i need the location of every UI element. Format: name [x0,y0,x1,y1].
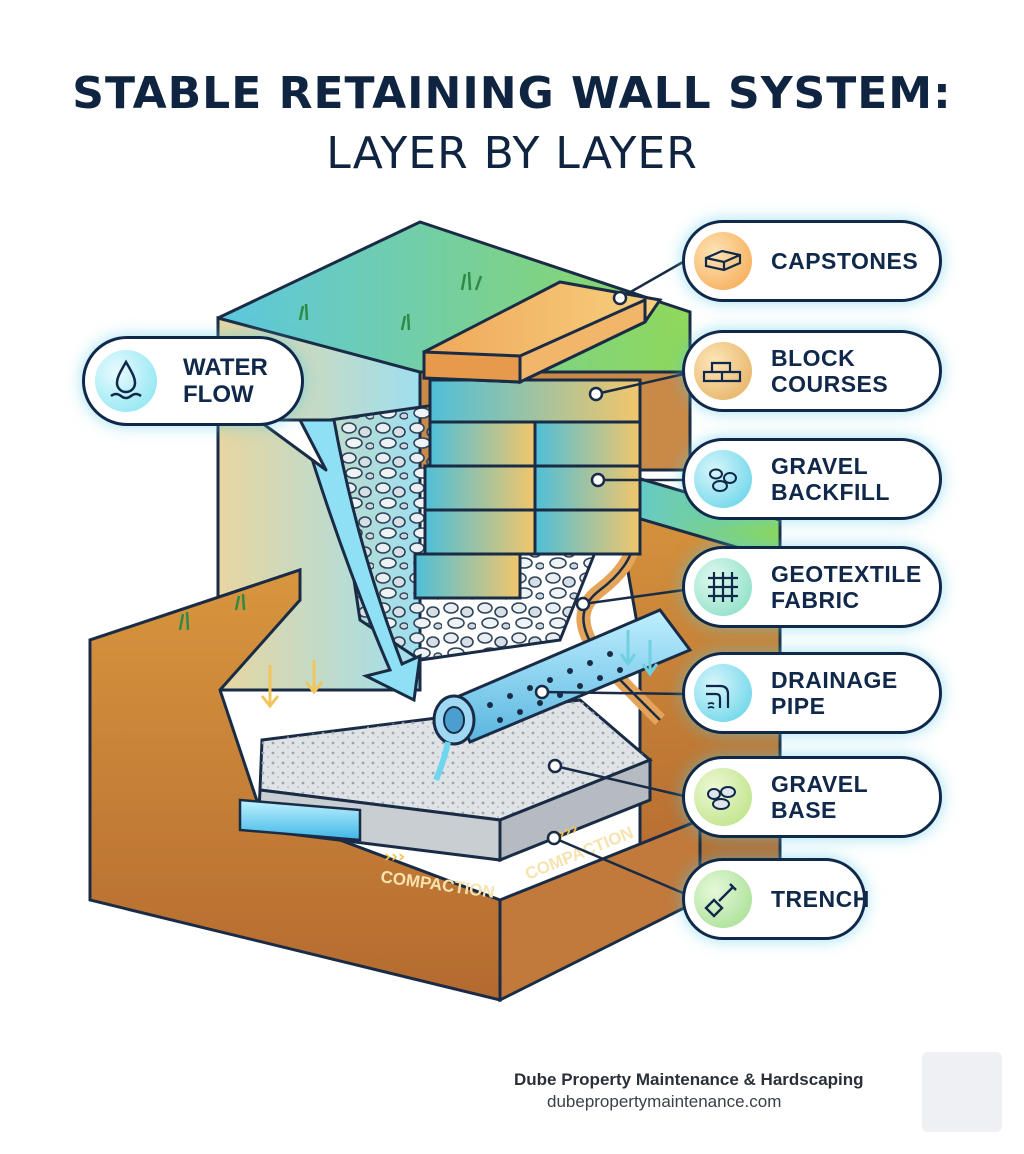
capstone-icon [694,232,752,290]
callout-capstones: CAPSTONES [682,220,942,302]
blocks-icon [694,342,752,400]
callout-label-geotextile-fabric: GEOTEXTILE FABRIC [771,561,922,613]
fabric-grid-icon [694,558,752,616]
callout-label-trench: TRENCH [771,886,870,912]
title-line-1: STABLE RETAINING WALL SYSTEM: [72,68,952,119]
water-flow-bubble: WATER FLOW [82,336,304,426]
callout-label-drainage-pipe: DRAINAGE PIPE [771,667,898,719]
callout-label-capstones: CAPSTONES [771,248,919,274]
stones-icon [694,768,752,826]
callout-block-courses: BLOCK COURSES [682,330,942,412]
callout-label-block-courses: BLOCK COURSES [771,345,889,397]
company-logo [922,1052,1002,1132]
pipe-icon [694,664,752,722]
footer-company: Dube Property Maintenance & Hardscaping [514,1070,864,1089]
water-flow-label: WATER FLOW [183,354,268,408]
callout-geotextile-fabric: GEOTEXTILE FABRIC [682,546,942,628]
callout-label-gravel-backfill: GRAVEL BACKFILL [771,453,890,505]
callout-trench: TRENCH [682,858,869,940]
title-line-2: LAYER BY LAYER [326,128,698,179]
footer-website[interactable]: dubepropertymaintenance.com [547,1092,782,1111]
compaction-chevrons-left: ››› [384,847,405,867]
callout-label-gravel-base: GRAVEL BASE [771,771,869,823]
callout-gravel-backfill: GRAVEL BACKFILL [682,438,942,520]
callout-gravel-base: GRAVEL BASE [682,756,942,838]
shovel-icon [694,870,752,928]
water-drop-icon [95,350,157,412]
callout-drainage-pipe: DRAINAGE PIPE [682,652,942,734]
gravel-icon [694,450,752,508]
